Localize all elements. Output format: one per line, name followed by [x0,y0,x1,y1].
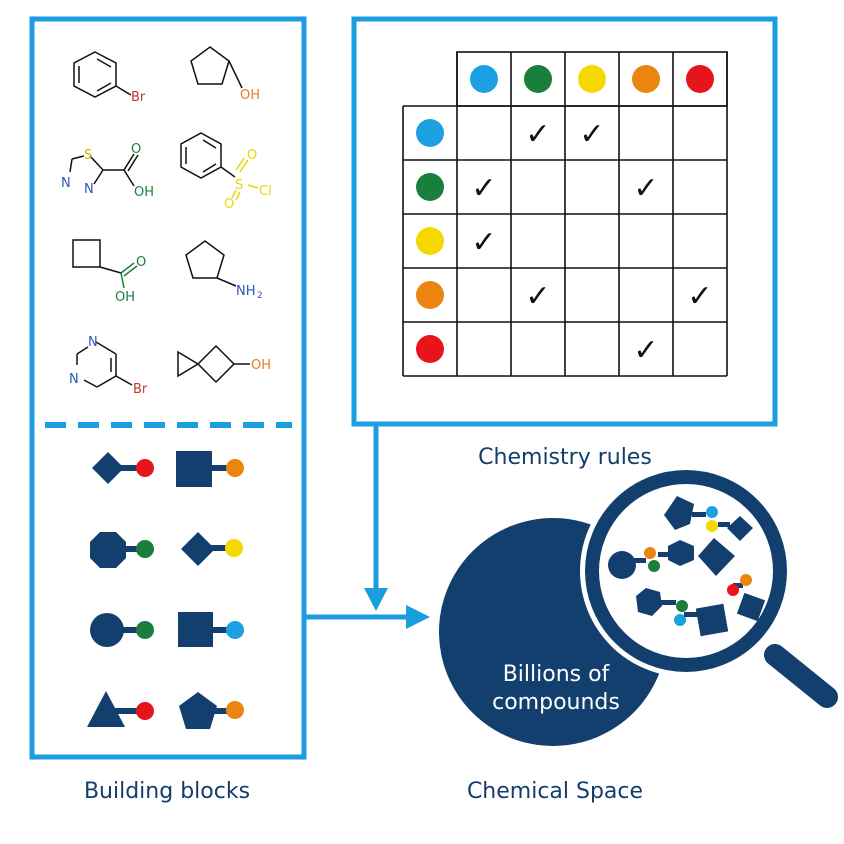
column-header-dot-red [686,65,714,93]
atom-label: O [247,148,257,163]
building-blocks-label: Building blocks [84,779,250,804]
chemistry-rules-label: Chemistry rules [478,445,652,470]
block-square-orange [176,451,244,487]
atom-label: OH [240,88,260,103]
atom-label: N [69,372,79,387]
check-mark: ✓ [687,279,712,314]
magnifier-icon [580,465,838,708]
molecule-benzenesulfonyl-chloride [180,132,236,179]
carboxyl-bonds [120,262,138,289]
atom-label: OH [134,185,154,200]
center-text-line1: Billions of [503,662,611,687]
molecule-bromobenzene [73,51,132,98]
atom-label: OH [251,358,271,373]
center-text-line2: compounds [492,690,620,715]
atom-label: OH [115,290,135,305]
building-blocks-frame [29,16,307,760]
molecule-cyclopentylamine [185,240,237,287]
row-header-dot-orange [416,281,444,309]
sulfonyl-bonds [231,157,259,201]
check-mark: ✓ [471,225,496,260]
column-header-dot-orange [632,65,660,93]
column-header-dot-blue [470,65,498,93]
compatibility-grid: ✓ ✓ ✓ ✓ ✓ ✓ ✓ ✓ [402,51,728,377]
row-header-dot-yellow [416,227,444,255]
row-header-dot-red [416,335,444,363]
block-octagon-green [90,532,154,568]
check-mark: ✓ [525,117,550,152]
atom-label: S [84,148,92,163]
check-mark: ✓ [579,117,604,152]
magnified-compounds [608,496,766,637]
check-mark: ✓ [633,171,658,206]
row-header-dot-blue [416,119,444,147]
block-square-blue [178,612,244,647]
atom-label: Br [133,382,148,397]
column-header-dot-green [524,65,552,93]
block-pentagon-orange [179,692,244,729]
atom-label: O [131,142,141,157]
atom-label: Br [131,90,146,105]
atom-label: Cl [259,184,272,199]
atom-label: O [224,197,234,212]
block-triangle-red [87,691,154,727]
molecule-bromopyrimidine [76,341,133,388]
molecule-cyclopentanol [190,46,243,89]
chemical-space-label: Chemical Space [467,779,643,804]
molecule-thiadiazole-carboxylic-acid [69,153,139,187]
atom-label: N [88,335,98,350]
block-circle-green [90,613,154,647]
connector-arrows [306,426,430,629]
column-header-dot-yellow [578,65,606,93]
check-mark: ✓ [633,333,658,368]
molecule-spiroheptanol [177,344,250,384]
atom-label: N [84,182,94,197]
atom-subscript: 2 [257,291,263,301]
row-header-dot-green [416,173,444,201]
molecule-cyclobutanecarboxylic-acid [72,239,122,274]
check-mark: ✓ [525,279,550,314]
block-diamond-red [92,452,154,484]
atom-label: S [235,178,243,193]
check-mark: ✓ [471,171,496,206]
atom-label: NH [236,284,256,299]
atom-label: N [61,176,71,191]
chemistry-rules-frame [351,16,778,427]
atom-label: O [136,255,146,270]
block-diamond-yellow [181,532,243,566]
